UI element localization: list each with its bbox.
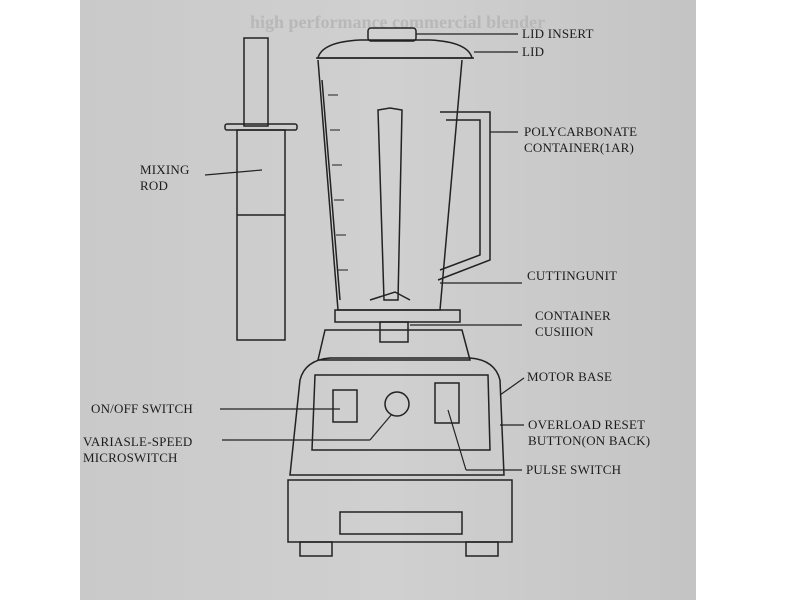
container-drawing <box>317 59 491 343</box>
label-pulse-switch: PULSE SWITCH <box>526 462 622 477</box>
lid-drawing <box>316 27 474 59</box>
label-on-off-switch: ON/OFF SWITCH <box>91 401 193 416</box>
faint-header-text: high performance commercial blender <box>250 12 546 32</box>
label-mixing-rod: MIXING ROD <box>140 162 190 193</box>
label-motor-base: MOTOR BASE <box>527 369 613 384</box>
label-variable-speed: VARIASLE-SPEED MICROSWITCH <box>83 434 193 465</box>
label-container: POLYCARBONATE CONTAINER(1AR) <box>524 124 638 155</box>
label-lid-insert: LID INSERT <box>522 26 594 41</box>
mixing-rod-drawing <box>224 37 298 341</box>
label-lid: LID <box>522 44 545 59</box>
motor-base-drawing <box>287 329 513 557</box>
leader-lines <box>204 33 525 471</box>
label-cutting-unit: CUTTINGUNIT <box>527 268 618 283</box>
label-overload-reset: OVERLOAD RESET BUTTON(ON BACK) <box>528 417 651 448</box>
label-container-cushion: CONTAINER CUSIIION <box>535 308 611 339</box>
